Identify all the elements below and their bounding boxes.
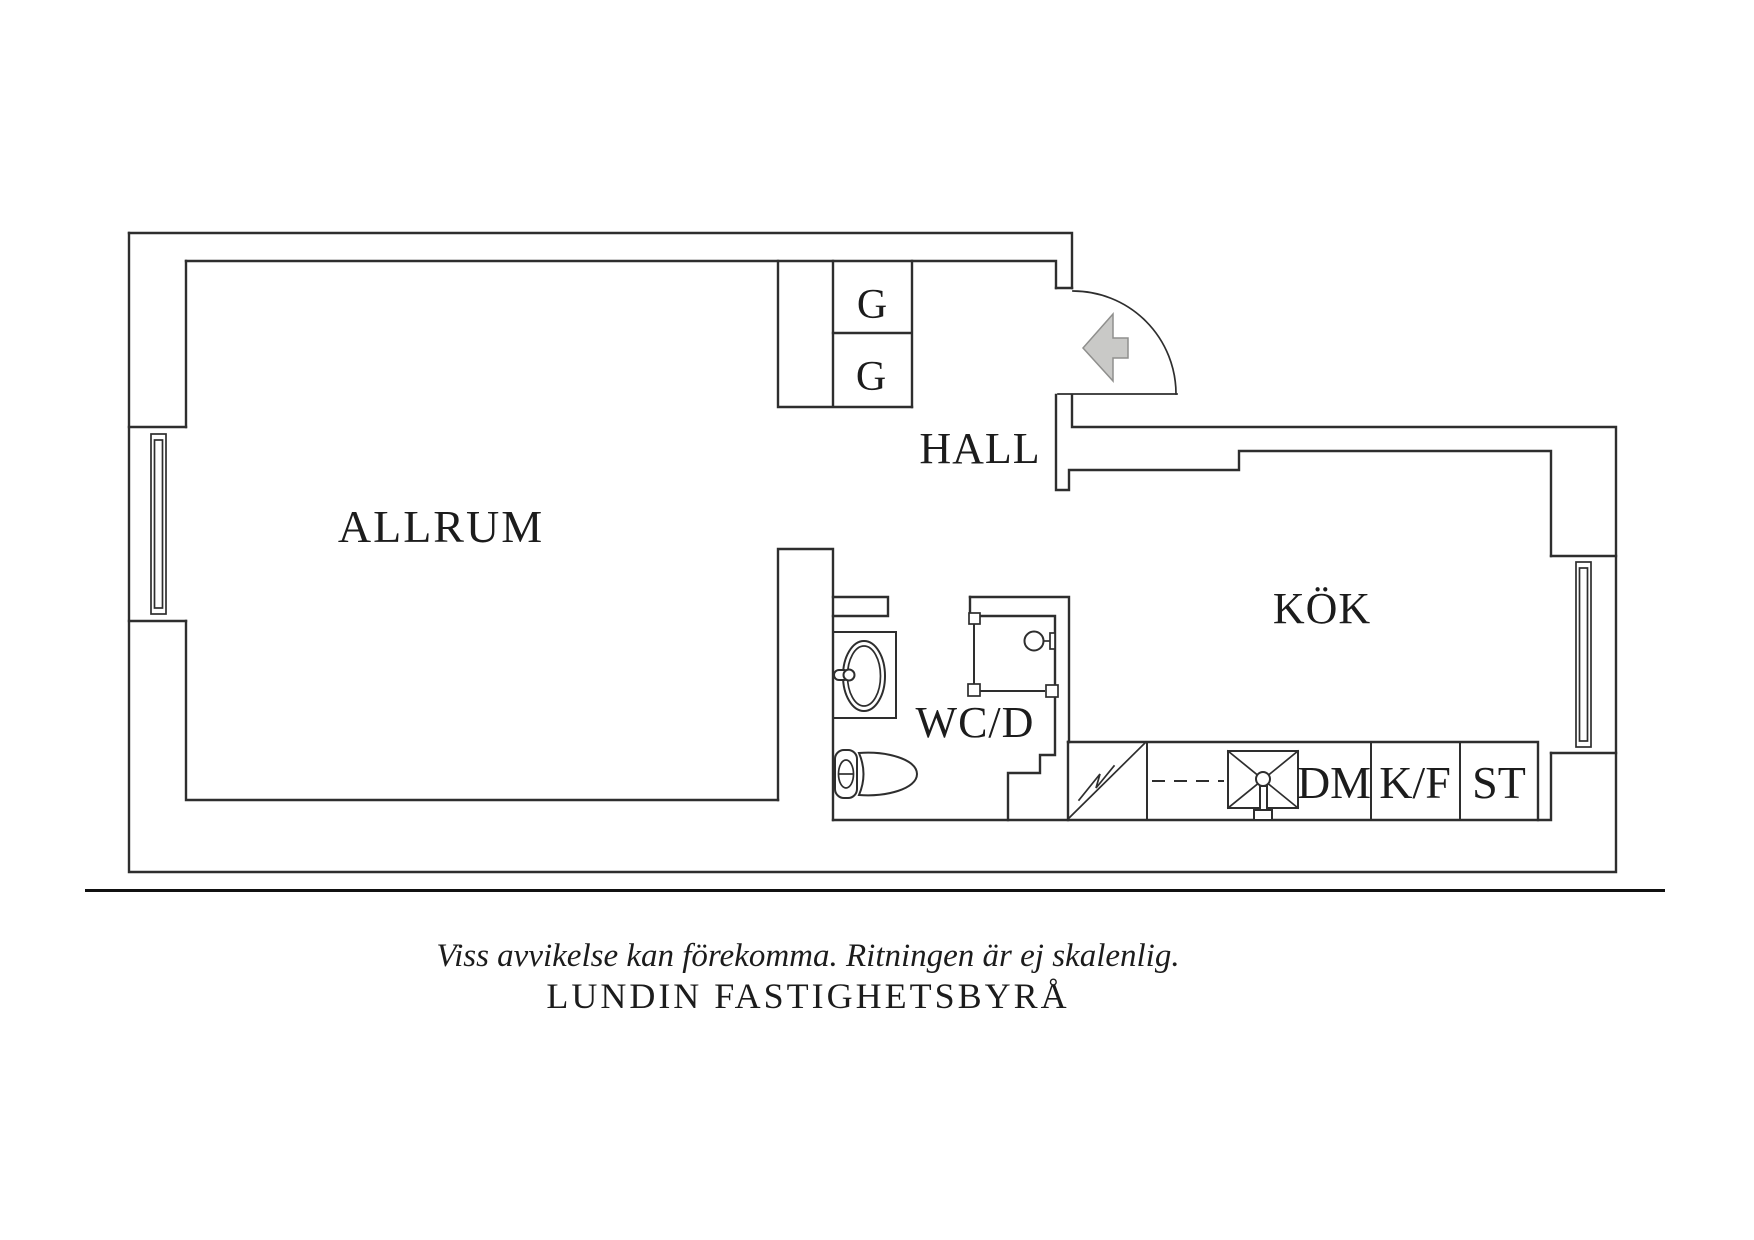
toilet — [834, 749, 919, 799]
brand-text: LUNDIN FASTIGHETSBYRÅ — [546, 976, 1069, 1016]
kitchen-sink — [1226, 749, 1300, 821]
counter-diagonal — [1066, 740, 1148, 821]
label-wcd: WC/D — [916, 698, 1035, 747]
label-hall: HALL — [919, 424, 1040, 473]
kitchen-counter — [1066, 740, 1540, 822]
label-allrum: ALLRUM — [338, 501, 544, 552]
counter-break-mark — [1077, 764, 1116, 802]
footer: Viss avvikelse kan förekomma. Ritningen … — [85, 889, 1665, 1016]
shower-head-icon — [1023, 630, 1056, 652]
window-left — [150, 433, 167, 615]
label-g-lower: G — [856, 354, 886, 400]
disclaimer-text: Viss avvikelse kan förekomma. Ritningen … — [436, 938, 1179, 974]
label-st: ST — [1472, 757, 1526, 808]
entry-door — [1057, 290, 1178, 395]
room-labels: ALLRUM HALL KÖK WC/D G G DM K/F ST — [338, 282, 1526, 808]
label-kok: KÖK — [1273, 584, 1371, 633]
label-kf: K/F — [1379, 757, 1451, 808]
label-g-upper: G — [857, 282, 887, 328]
shower — [967, 612, 1059, 698]
washbasin — [832, 631, 897, 719]
window-right — [1575, 561, 1592, 748]
closets-g — [831, 259, 914, 409]
entry-arrow-icon — [1081, 312, 1129, 383]
outer-walls — [127, 231, 1618, 874]
sink-drain-stem — [1259, 785, 1268, 811]
label-dm: DM — [1297, 757, 1371, 808]
inner-walls — [127, 259, 1618, 822]
door-swing-arc — [1072, 290, 1177, 395]
sink-drain-flange — [1253, 809, 1273, 821]
